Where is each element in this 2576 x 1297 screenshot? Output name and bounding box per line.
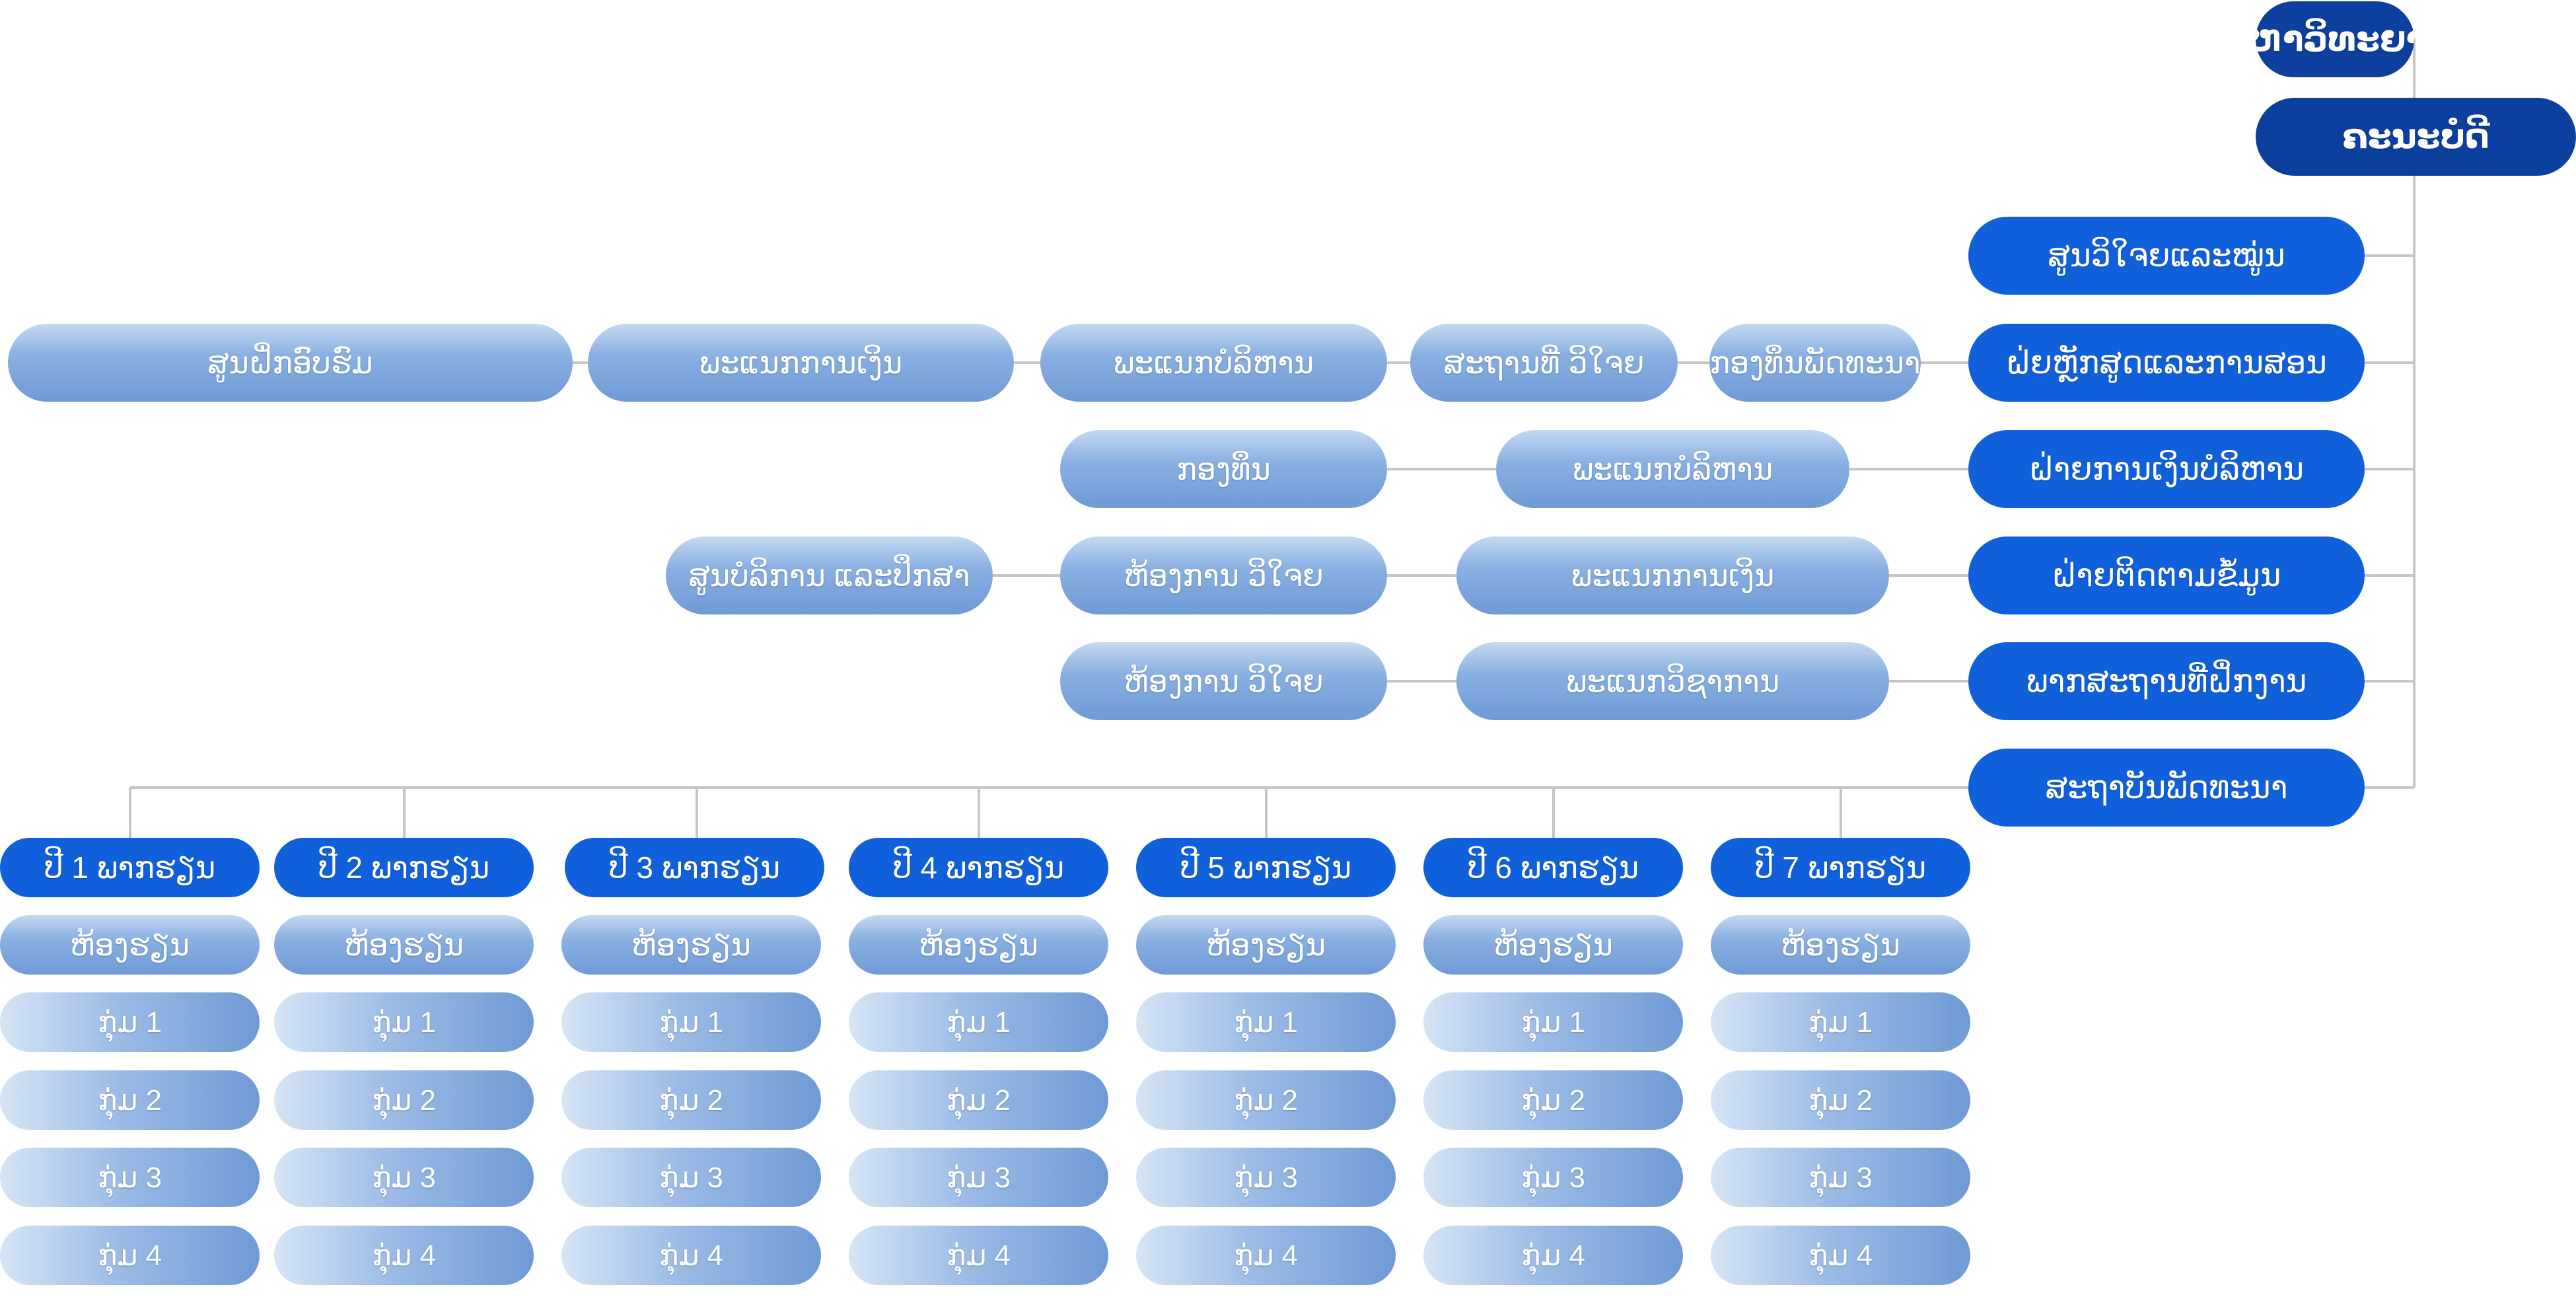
group-node[interactable]: ກຸ່ມ 1: [849, 992, 1108, 1052]
department-node[interactable]: ຝ່າຍການເງິນບໍລິຫານ: [1968, 430, 2365, 508]
group-node[interactable]: ກຸ່ມ 2: [1711, 1070, 1970, 1130]
class-header[interactable]: ປີ 1 ພາກຮຽນ: [0, 838, 260, 897]
group-node[interactable]: ກຸ່ມ 2: [561, 1070, 821, 1130]
group-node[interactable]: ກຸ່ມ 1: [274, 992, 534, 1052]
group-node[interactable]: ກຸ່ມ 2: [1423, 1070, 1683, 1130]
group-node[interactable]: ກຸ່ມ 4: [849, 1226, 1108, 1285]
branch-node[interactable]: ກອງທຶນ: [1060, 430, 1387, 508]
branch-node[interactable]: ສະຖານທີ່ ວິໃຈຍ: [1410, 324, 1678, 402]
group-node[interactable]: ກຸ່ມ 3: [561, 1148, 821, 1207]
group-node[interactable]: ກຸ່ມ 2: [0, 1070, 260, 1130]
group-node[interactable]: ກຸ່ມ 1: [1711, 992, 1970, 1052]
dean-node[interactable]: ຄະນະບໍດີ: [2256, 98, 2576, 176]
class-room-node[interactable]: ຫ້ອງຮຽນ: [1423, 915, 1683, 975]
group-node[interactable]: ກຸ່ມ 4: [1136, 1226, 1396, 1285]
class-header[interactable]: ປີ 2 ພາກຮຽນ: [274, 838, 534, 897]
class-room-node[interactable]: ຫ້ອງຮຽນ: [274, 915, 534, 975]
group-node[interactable]: ກຸ່ມ 2: [849, 1070, 1108, 1130]
branch-node[interactable]: ພະແນກການເງິນ: [588, 324, 1014, 402]
class-room-node[interactable]: ຫ້ອງຮຽນ: [0, 915, 260, 975]
department-node[interactable]: ພາກສະຖານທີ່ຝ່ຶກງານ: [1968, 642, 2365, 720]
group-node[interactable]: ກຸ່ມ 1: [0, 992, 260, 1052]
branch-node[interactable]: ພະແນກບໍລິຫານ: [1040, 324, 1387, 402]
branch-node[interactable]: ສູນຝ່ຶກອົບຮົມ: [8, 324, 573, 402]
branch-node[interactable]: ພະແນກການເງິນ: [1456, 537, 1889, 614]
branch-node[interactable]: ພະແນກວິຊາການ: [1456, 642, 1889, 720]
group-node[interactable]: ກຸ່ມ 3: [0, 1148, 260, 1207]
class-header[interactable]: ປີ 5 ພາກຮຽນ: [1136, 838, 1396, 897]
group-node[interactable]: ກຸ່ມ 4: [561, 1226, 821, 1285]
group-node[interactable]: ກຸ່ມ 4: [1711, 1226, 1970, 1285]
group-node[interactable]: ກຸ່ມ 1: [1136, 992, 1396, 1052]
department-node[interactable]: ຝ່ຍຫຼັກສູດແລະການສອນ: [1968, 324, 2365, 402]
branch-node[interactable]: ກອງທຶນພັດທະນາ: [1709, 324, 1921, 402]
group-node[interactable]: ກຸ່ມ 3: [1423, 1148, 1683, 1207]
root-node[interactable]: ມະຫາວິທະຍາໄລ: [2256, 1, 2414, 77]
branch-node[interactable]: ສູນບໍລິການ ແລະປຶກສາ: [666, 537, 993, 614]
group-node[interactable]: ກຸ່ມ 1: [561, 992, 821, 1052]
class-header[interactable]: ປີ 6 ພາກຮຽນ: [1423, 838, 1683, 897]
class-room-node[interactable]: ຫ້ອງຮຽນ: [561, 915, 821, 975]
department-node[interactable]: ຝ່າຍຕິດຕາມຂໍ້ມູນ: [1968, 537, 2365, 614]
class-header[interactable]: ປີ 7 ພາກຮຽນ: [1711, 838, 1970, 897]
class-room-node[interactable]: ຫ້ອງຮຽນ: [1136, 915, 1396, 975]
branch-node[interactable]: ຫ້ອງການ ວິໃຈຍ: [1060, 642, 1387, 720]
group-node[interactable]: ກຸ່ມ 3: [849, 1148, 1108, 1207]
group-node[interactable]: ກຸ່ມ 3: [274, 1148, 534, 1207]
department-node[interactable]: ສະຖາບັນພັດທະນາ: [1968, 749, 2365, 827]
group-node[interactable]: ກຸ່ມ 2: [1136, 1070, 1396, 1130]
class-room-node[interactable]: ຫ້ອງຮຽນ: [1711, 915, 1970, 975]
group-node[interactable]: ກຸ່ມ 4: [0, 1226, 260, 1285]
branch-node[interactable]: ພະແນກບໍລິຫານ: [1496, 430, 1849, 508]
group-node[interactable]: ກຸ່ມ 1: [1423, 992, 1683, 1052]
group-node[interactable]: ກຸ່ມ 3: [1136, 1148, 1396, 1207]
group-node[interactable]: ກຸ່ມ 4: [1423, 1226, 1683, 1285]
class-header[interactable]: ປີ 3 ພາກຮຽນ: [565, 838, 824, 897]
group-node[interactable]: ກຸ່ມ 2: [274, 1070, 534, 1130]
department-node[interactable]: ສູນວິໃຈຍແລະໝູ່ນ: [1968, 217, 2365, 295]
group-node[interactable]: ກຸ່ມ 3: [1711, 1148, 1970, 1207]
branch-node[interactable]: ຫ້ອງການ ວິໃຈຍ: [1060, 537, 1387, 614]
class-header[interactable]: ປີ 4 ພາກຮຽນ: [849, 838, 1108, 897]
group-node[interactable]: ກຸ່ມ 4: [274, 1226, 534, 1285]
class-room-node[interactable]: ຫ້ອງຮຽນ: [849, 915, 1108, 975]
